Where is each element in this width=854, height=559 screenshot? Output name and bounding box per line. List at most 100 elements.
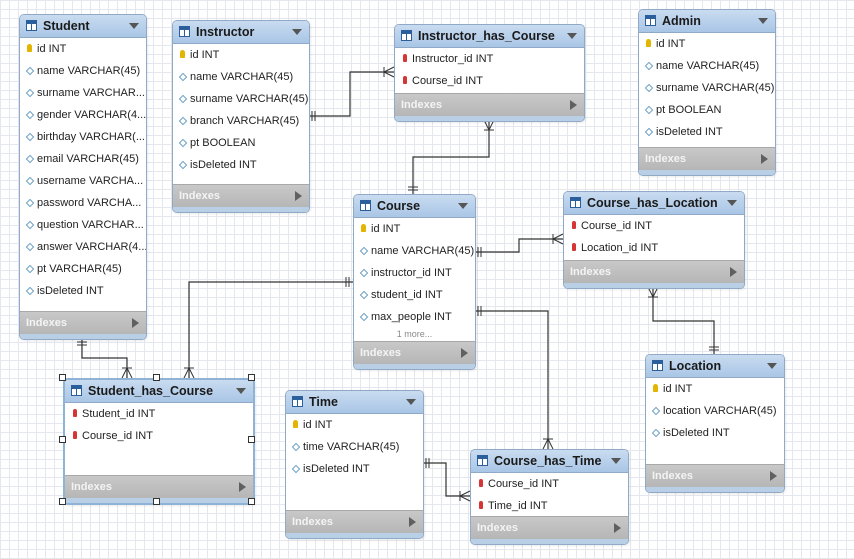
- column-row[interactable]: id INT: [646, 378, 784, 400]
- column-row[interactable]: username VARCHA...: [20, 170, 146, 192]
- selection-handle[interactable]: [248, 374, 255, 381]
- column-row[interactable]: Course_id INT: [471, 473, 628, 495]
- column-row[interactable]: id INT: [639, 33, 775, 55]
- selection-handle[interactable]: [153, 374, 160, 381]
- column-row[interactable]: id INT: [286, 414, 423, 436]
- table-header[interactable]: Course: [354, 195, 475, 218]
- column-row[interactable]: email VARCHAR(45): [20, 148, 146, 170]
- expand-arrow-icon[interactable]: [570, 100, 577, 110]
- collapse-arrow-icon[interactable]: [292, 29, 302, 35]
- collapse-arrow-icon[interactable]: [758, 18, 768, 24]
- expand-arrow-icon[interactable]: [770, 471, 777, 481]
- column-row[interactable]: pt BOOLEAN: [639, 99, 775, 121]
- column-row[interactable]: branch VARCHAR(45): [173, 110, 309, 132]
- collapse-arrow-icon[interactable]: [129, 23, 139, 29]
- indexes-section[interactable]: Indexes: [646, 464, 784, 487]
- column-row[interactable]: surname VARCHAR(45): [639, 77, 775, 99]
- indexes-section[interactable]: Indexes: [173, 184, 309, 207]
- column-row[interactable]: Course_id INT: [564, 215, 744, 237]
- selection-handle[interactable]: [248, 435, 255, 443]
- indexes-section[interactable]: Indexes: [65, 475, 253, 498]
- expand-arrow-icon[interactable]: [761, 154, 768, 164]
- column-row[interactable]: surname VARCHAR(45): [173, 88, 309, 110]
- column-row[interactable]: Time_id INT: [471, 495, 628, 517]
- indexes-section[interactable]: Indexes: [564, 260, 744, 283]
- column-row[interactable]: gender VARCHAR(4...: [20, 104, 146, 126]
- column-row[interactable]: Location_id INT: [564, 237, 744, 259]
- column-row[interactable]: instructor_id INT: [354, 262, 475, 284]
- column-row[interactable]: name VARCHAR(45): [20, 60, 146, 82]
- table-header[interactable]: Instructor: [173, 21, 309, 44]
- column-row[interactable]: id INT: [173, 44, 309, 66]
- column-row[interactable]: name VARCHAR(45): [173, 66, 309, 88]
- column-row[interactable]: student_id INT: [354, 284, 475, 306]
- column-row[interactable]: id INT: [354, 218, 475, 240]
- column-row[interactable]: isDeleted INT: [20, 280, 146, 302]
- table-header[interactable]: Time: [286, 391, 423, 414]
- selection-handle[interactable]: [59, 374, 66, 381]
- collapse-arrow-icon[interactable]: [767, 363, 777, 369]
- collapse-arrow-icon[interactable]: [567, 33, 577, 39]
- collapse-arrow-icon[interactable]: [406, 399, 416, 405]
- expand-arrow-icon[interactable]: [461, 348, 468, 358]
- column-row[interactable]: answer VARCHAR(4...: [20, 236, 146, 258]
- column-row[interactable]: Instructor_id INT: [395, 48, 584, 70]
- column-row[interactable]: id INT: [20, 38, 146, 60]
- expand-arrow-icon[interactable]: [409, 517, 416, 527]
- indexes-section[interactable]: Indexes: [20, 311, 146, 334]
- collapse-arrow-icon[interactable]: [727, 200, 737, 206]
- column-row[interactable]: pt VARCHAR(45): [20, 258, 146, 280]
- column-row[interactable]: question VARCHAR...: [20, 214, 146, 236]
- selection-handle[interactable]: [153, 498, 160, 505]
- expand-arrow-icon[interactable]: [295, 191, 302, 201]
- column-row[interactable]: max_people INT: [354, 306, 475, 328]
- column-row[interactable]: time VARCHAR(45): [286, 436, 423, 458]
- column-row[interactable]: name VARCHAR(45): [354, 240, 475, 262]
- column-row[interactable]: password VARCHA...: [20, 192, 146, 214]
- table-header[interactable]: Admin: [639, 10, 775, 33]
- column-row[interactable]: birthday VARCHAR(...: [20, 126, 146, 148]
- indexes-section[interactable]: Indexes: [286, 510, 423, 533]
- expand-arrow-icon[interactable]: [730, 267, 737, 277]
- column-row[interactable]: pt BOOLEAN: [173, 132, 309, 154]
- expand-arrow-icon[interactable]: [132, 318, 139, 328]
- selection-handle[interactable]: [248, 498, 255, 505]
- column-row[interactable]: isDeleted INT: [286, 458, 423, 480]
- indexes-section[interactable]: Indexes: [639, 147, 775, 170]
- column-row[interactable]: isDeleted INT: [173, 154, 309, 176]
- collapse-arrow-icon[interactable]: [611, 458, 621, 464]
- column-row[interactable]: surname VARCHAR...: [20, 82, 146, 104]
- column-row[interactable]: isDeleted INT: [646, 422, 784, 444]
- selection-handle[interactable]: [59, 498, 66, 505]
- table-header[interactable]: Course_has_Time: [471, 450, 628, 473]
- column-row[interactable]: Course_id INT: [395, 70, 584, 92]
- indexes-section[interactable]: Indexes: [395, 93, 584, 116]
- collapse-arrow-icon[interactable]: [458, 203, 468, 209]
- column-row[interactable]: Student_id INT: [65, 403, 253, 425]
- column-row[interactable]: name VARCHAR(45): [639, 55, 775, 77]
- expand-arrow-icon[interactable]: [239, 482, 246, 492]
- column-row[interactable]: location VARCHAR(45): [646, 400, 784, 422]
- collapse-arrow-icon[interactable]: [236, 388, 246, 394]
- selection-handle[interactable]: [59, 435, 66, 443]
- table-header[interactable]: Student_has_Course: [65, 380, 253, 403]
- table-header[interactable]: Instructor_has_Course: [395, 25, 584, 48]
- table-header[interactable]: Location: [646, 355, 784, 378]
- table-header[interactable]: Student: [20, 15, 146, 38]
- column-row[interactable]: Course_id INT: [65, 425, 253, 447]
- indexes-section[interactable]: Indexes: [354, 341, 475, 364]
- table-header[interactable]: Course_has_Location: [564, 192, 744, 215]
- indexes-section[interactable]: Indexes: [471, 516, 628, 539]
- column-row[interactable]: isDeleted INT: [639, 121, 775, 143]
